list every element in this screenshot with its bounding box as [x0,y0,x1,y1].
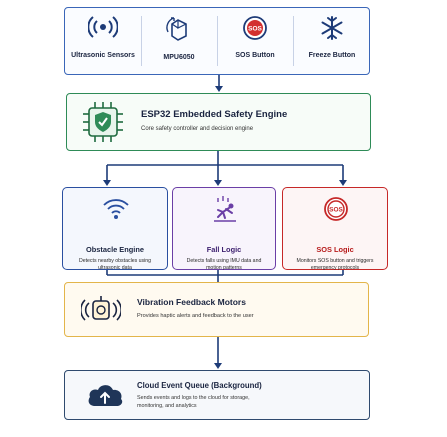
divider [217,16,218,66]
sensor-mpu6050: MPU6050 [141,8,217,74]
engine-subtitle: Core safety controller and decision engi… [141,126,254,132]
subsystem-title: Fall Logic [206,245,242,254]
flow-arrow [214,337,222,369]
safety-engine: ESP32 Embedded Safety Engine Core safety… [66,93,371,151]
merge-connectors [106,270,344,282]
subsystem-title: SOS Logic [316,245,354,254]
svg-text:SOS: SOS [248,26,262,33]
subsystem-desc: Detects nearby obstacles using ultrasoni… [78,258,152,271]
vibration-feedback: Vibration Feedback Motors Provides hapti… [64,282,369,337]
sos-icon: SOS [324,197,348,221]
sensor-row: Ultrasonic Sensors MPU6050 SOS SOS Butto… [64,7,370,75]
sensor-label: Ultrasonic Sensors [71,52,135,59]
vibration-title: Vibration Feedback Motors [137,297,246,307]
branch-connectors [103,151,347,186]
vibration-motor-icon [81,296,121,321]
obstacle-engine: Obstacle Engine Detects nearby obstacles… [62,187,168,271]
cloud-desc: Sends events and logs to the cloud for s… [137,395,250,409]
sensor-label: MPU6050 [163,54,195,61]
mpu6050-icon [166,17,187,41]
flow-arrow [215,75,223,92]
sensor-freeze-button: Freeze Button [293,8,371,74]
snowflake-icon [321,16,343,40]
cloud-title: Cloud Event Queue (Background) [137,381,262,390]
sos-icon: SOS [243,16,267,40]
fall-logic: Fall Logic Detects falls using IMU data … [172,187,276,271]
subsystem-desc: Monitors SOS button and triggers emergen… [296,258,374,271]
ultrasonic-icon [88,16,118,38]
wifi-signal-icon [103,199,129,219]
vibration-desc: Provides haptic alerts and feedback to t… [137,313,254,319]
sos-logic: SOS SOS Logic Monitors SOS button and tr… [282,187,388,271]
sensor-label: SOS Button [235,52,275,59]
engine-title: ESP32 Embedded Safety Engine [141,109,288,120]
sensor-sos-button: SOS SOS Button [217,8,293,74]
cloud-event-queue: Cloud Event Queue (Background) Sends eve… [64,370,370,420]
divider [293,16,294,66]
cloud-upload-icon [88,385,123,406]
svg-text:SOS: SOS [329,207,343,214]
falling-person-icon [214,196,236,222]
divider [141,16,142,66]
sensor-label: Freeze Button [308,52,356,59]
sensor-ultrasonic: Ultrasonic Sensors [65,8,141,74]
subsystem-desc: Detects falls using IMU data and motion … [186,258,262,271]
subsystem-title: Obstacle Engine [86,245,144,254]
shield-chip-icon [83,102,123,142]
